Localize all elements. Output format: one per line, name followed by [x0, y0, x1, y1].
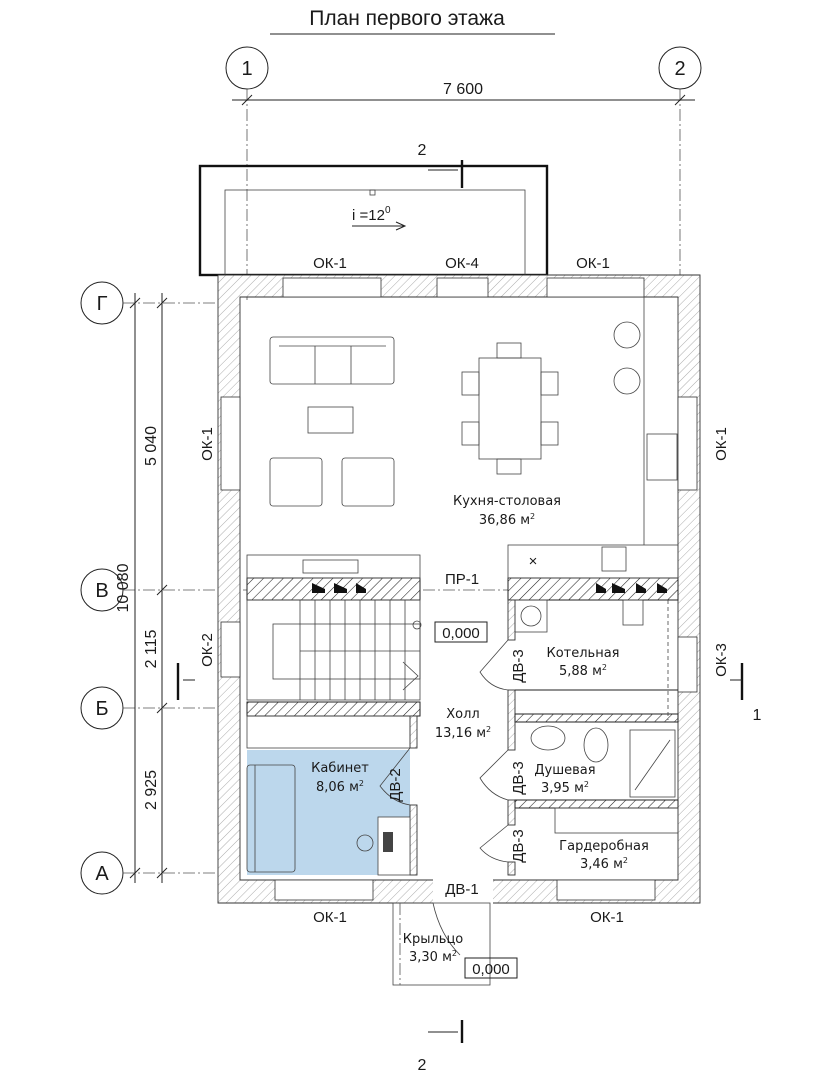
svg-text:Холл: Холл: [446, 707, 479, 722]
svg-text:А: А: [95, 863, 109, 885]
lintel-label: ПР-1: [445, 571, 479, 588]
section-mark-bottom: 2: [418, 1020, 464, 1074]
svg-text:36,86 м2: 36,86 м2: [479, 512, 535, 528]
svg-text:0,000: 0,000: [442, 625, 480, 642]
exterior-walls: [217, 274, 701, 904]
svg-text:Крыльцо: Крыльцо: [403, 932, 464, 947]
interior-walls: [246, 577, 679, 876]
section-mark-top: 2: [418, 142, 464, 188]
axis-row-g: Г: [80, 281, 240, 325]
staircase: [246, 554, 422, 701]
svg-text:5 040: 5 040: [143, 426, 160, 466]
axis-row-b: Б: [80, 686, 240, 730]
svg-text:3,95 м2: 3,95 м2: [541, 780, 589, 796]
svg-text:1: 1: [241, 58, 252, 80]
svg-text:Душевая: Душевая: [534, 763, 595, 778]
room-label-porch: Крыльцо 3,30 м2: [403, 932, 464, 965]
room-label-office: Кабинет 8,06 м2: [311, 761, 369, 795]
room-label-boiler: Котельная 5,88 м2: [546, 646, 619, 679]
appliance-mark: ×: [529, 553, 538, 570]
section-mark-left: [176, 663, 195, 700]
svg-text:5,88 м2: 5,88 м2: [559, 663, 607, 679]
svg-text:3,30 м2: 3,30 м2: [409, 949, 457, 965]
window-label: ОК-3: [713, 643, 730, 677]
window-label: ОК-4: [445, 255, 479, 272]
bath-fixtures: [246, 599, 679, 834]
svg-text:0,000: 0,000: [472, 961, 510, 978]
dimension-segments: 5 040 2 115 2 925: [143, 293, 168, 883]
dimension-height: 10 080: [115, 293, 141, 883]
svg-text:Кухня-столовая: Кухня-столовая: [453, 494, 561, 509]
axis-column-1: 1: [225, 46, 269, 300]
svg-text:Г: Г: [97, 293, 108, 315]
svg-text:Кабинет: Кабинет: [311, 761, 369, 776]
door-label: ДВ-2: [387, 768, 404, 802]
room-label-hall: Холл 13,16 м2: [435, 707, 491, 741]
window-label: ОК-2: [199, 633, 216, 667]
level-mark-porch: 0,000: [464, 957, 518, 979]
svg-text:3,46 м2: 3,46 м2: [580, 856, 628, 872]
svg-text:2 115: 2 115: [143, 629, 160, 668]
svg-text:2: 2: [674, 58, 685, 80]
svg-text:Котельная: Котельная: [546, 646, 619, 661]
svg-text:10 080: 10 080: [115, 563, 132, 612]
slope-label: i =120: [352, 205, 391, 224]
svg-text:2: 2: [418, 1057, 427, 1074]
svg-text:7 600: 7 600: [443, 81, 483, 98]
svg-text:Гардеробная: Гардеробная: [559, 839, 649, 854]
window-label: ОК-1: [313, 255, 347, 272]
office-furniture: [246, 764, 411, 876]
living-furniture: ×: [269, 297, 679, 579]
svg-text:8,06 м2: 8,06 м2: [316, 779, 364, 795]
axis-row-a: А: [80, 851, 240, 895]
plan-title: План первого этажа: [309, 7, 505, 30]
door-label: ДВ-3: [510, 649, 527, 683]
door-label: ДВ-1: [445, 881, 479, 898]
door-label: ДВ-3: [510, 829, 527, 863]
window-label: ОК-1: [199, 427, 216, 461]
window-label: ОК-1: [713, 427, 730, 461]
svg-text:13,16 м2: 13,16 м2: [435, 725, 491, 741]
svg-text:2: 2: [418, 142, 427, 159]
svg-text:2 925: 2 925: [143, 770, 160, 810]
level-mark-hall: 0,000: [434, 621, 488, 643]
window-label: ОК-1: [576, 255, 610, 272]
svg-text:В: В: [95, 580, 108, 602]
room-label-wardrobe: Гардеробная 3,46 м2: [559, 839, 649, 872]
canopy: i =120: [198, 164, 549, 277]
window-label: ОК-1: [590, 909, 624, 926]
section-mark-right: 1: [730, 663, 762, 724]
room-label-kitchen: Кухня-столовая 36,86 м2: [453, 494, 561, 528]
svg-text:1: 1: [753, 707, 762, 724]
axis-column-2: 2: [658, 46, 702, 300]
dimension-width: 7 600: [232, 81, 695, 106]
svg-text:Б: Б: [95, 698, 108, 720]
window-label: ОК-1: [313, 909, 347, 926]
porch: [392, 902, 491, 986]
door-label: ДВ-3: [510, 761, 527, 795]
room-label-shower: Душевая 3,95 м2: [534, 763, 595, 796]
doors: [379, 639, 509, 956]
